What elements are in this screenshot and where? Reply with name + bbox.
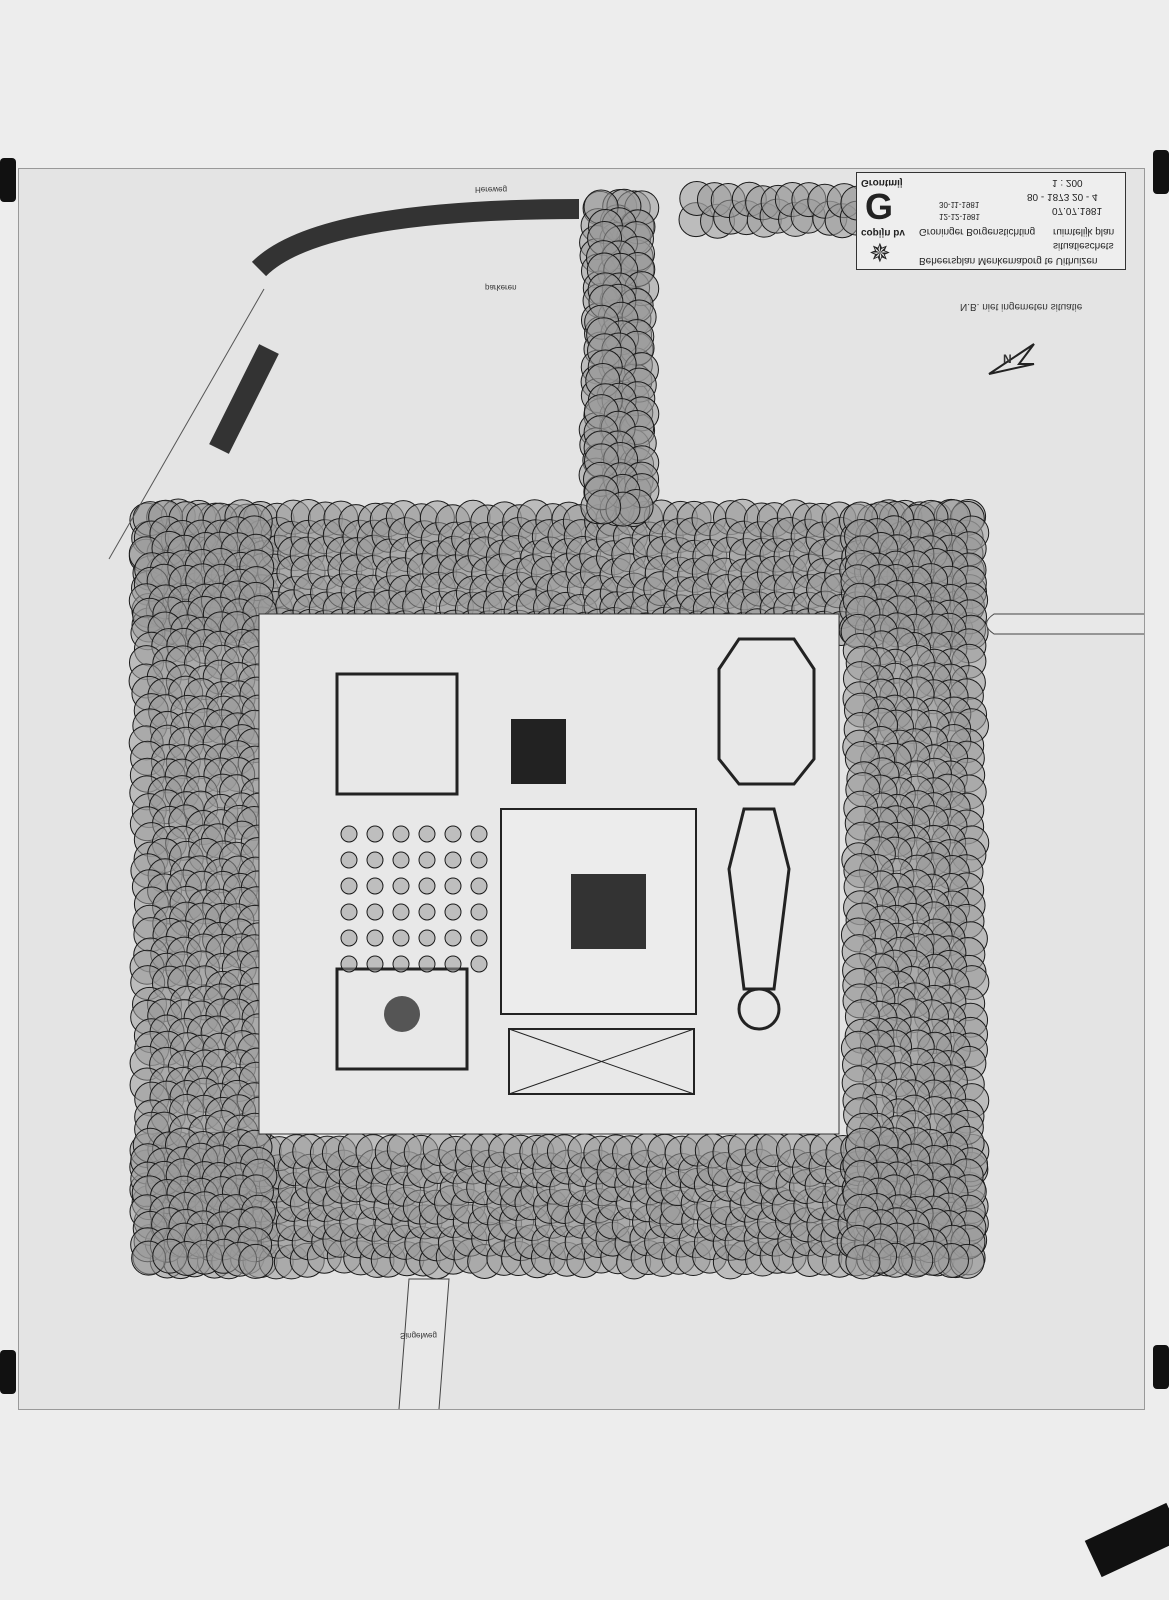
maze-center-tree <box>384 996 420 1032</box>
outbuilding <box>511 719 566 784</box>
tree-icon <box>341 826 357 842</box>
tree-icon <box>393 852 409 868</box>
sheet-clip <box>1153 150 1169 194</box>
revision-2: 12-12-1981 <box>939 211 980 221</box>
tree-icon <box>419 852 435 868</box>
drawing-number: 80 - 1873 20 - 4 <box>1027 190 1098 202</box>
tree-icon <box>471 826 487 842</box>
tree-icon <box>393 878 409 894</box>
tree-icon <box>393 956 409 972</box>
sheet-type: situatieschets <box>1053 239 1114 251</box>
sheet-clip <box>0 158 16 202</box>
north-label: N <box>1003 352 1012 366</box>
tree-icon <box>419 930 435 946</box>
tree-icon <box>341 956 357 972</box>
tree-icon <box>367 852 383 868</box>
tree-icon <box>341 930 357 946</box>
co-firm-name: copijn bv <box>861 226 905 238</box>
tree-icon <box>846 1245 880 1279</box>
sheet-clip <box>0 1350 16 1394</box>
tree-icon <box>419 826 435 842</box>
tree-icon <box>445 904 461 920</box>
firm-logo: G <box>865 190 893 224</box>
project-title: Beheersplan Menkemaborg te Uithuizen <box>919 254 1097 266</box>
tree-icon <box>471 904 487 920</box>
tree-icon <box>419 878 435 894</box>
sheet-clip <box>1153 1345 1169 1389</box>
tree-icon <box>367 930 383 946</box>
manor-house <box>571 874 646 949</box>
parking-hedge <box>259 209 579 269</box>
road-label: Hereweg <box>475 184 507 194</box>
tree-icon <box>445 878 461 894</box>
tree-icon <box>471 852 487 868</box>
tree-icon <box>367 878 383 894</box>
tree-icon <box>239 1244 273 1278</box>
tree-icon <box>419 904 435 920</box>
hedge-row <box>219 349 269 449</box>
side-lane <box>987 614 1145 634</box>
tree-icon <box>445 956 461 972</box>
tree-icon <box>445 930 461 946</box>
tree-icon <box>445 852 461 868</box>
tree-icon <box>393 904 409 920</box>
title-block: Grontmij G copijn bv ✵ 30-11-1981 12-12-… <box>856 172 1126 270</box>
tree-icon <box>341 904 357 920</box>
client: Groninger Borgenstichting <box>919 225 1035 237</box>
tree-icon <box>367 956 383 972</box>
tree-icon <box>471 878 487 894</box>
plan-type: ruimtelijk plan <box>1053 225 1114 237</box>
tree-icon <box>341 878 357 894</box>
site-plan <box>19 169 1144 1409</box>
tree-icon <box>367 826 383 842</box>
tree-icon <box>445 826 461 842</box>
tree-icon <box>587 490 621 524</box>
survey-note: N.B. niet ingemeten situatie <box>960 300 1082 312</box>
revision-1: 30-11-1981 <box>939 199 979 209</box>
tree-icon <box>419 956 435 972</box>
drawing-sheet <box>18 168 1145 1410</box>
parking-label: parkeren <box>485 282 517 292</box>
tree-icon <box>393 826 409 842</box>
tree-icon <box>471 956 487 972</box>
scale: 1 : 200 <box>1052 176 1083 188</box>
tree-icon <box>367 904 383 920</box>
sheet-corner-clip <box>1085 1503 1169 1577</box>
borgenstichting-logo: ✵ <box>869 240 891 267</box>
tree-icon <box>341 852 357 868</box>
tree-icon <box>471 930 487 946</box>
date: 07.07.1981 <box>1052 204 1102 216</box>
tree-icon <box>393 930 409 946</box>
exit-label: Singelweg <box>400 1330 437 1340</box>
exit-lane <box>399 1279 449 1409</box>
